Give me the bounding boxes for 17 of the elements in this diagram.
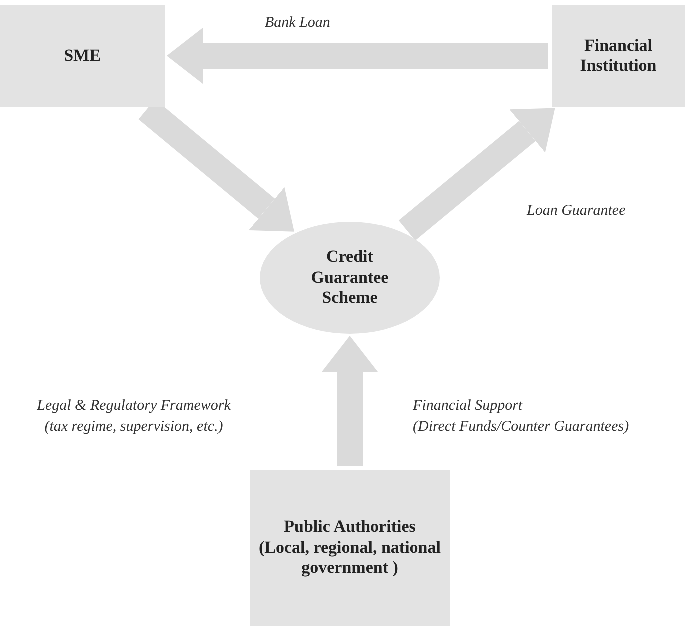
block-arrow xyxy=(322,336,378,466)
edge-label: Loan Guarantee xyxy=(527,202,626,221)
process-box xyxy=(0,5,165,107)
note-text: Legal & Regulatory Framework xyxy=(36,397,232,416)
note-text: Financial Support xyxy=(413,397,524,416)
node-text: Financial Institution xyxy=(579,36,658,76)
node-text: (Local, regional, national government ) xyxy=(258,538,442,579)
block-arrow xyxy=(167,28,548,84)
node-text: Public Authorities xyxy=(284,517,416,538)
node-text: Credit Guarantee Scheme xyxy=(310,247,390,309)
node-text: SME xyxy=(64,46,101,66)
process-box xyxy=(250,470,450,626)
block-arrow xyxy=(398,108,556,241)
edge-label: Bank Loan xyxy=(265,14,330,33)
note-text: (Direct Funds/Counter Guarantees) xyxy=(413,418,630,437)
process-box xyxy=(552,5,685,107)
note-text: (tax regime, supervision, etc.) xyxy=(44,418,224,437)
